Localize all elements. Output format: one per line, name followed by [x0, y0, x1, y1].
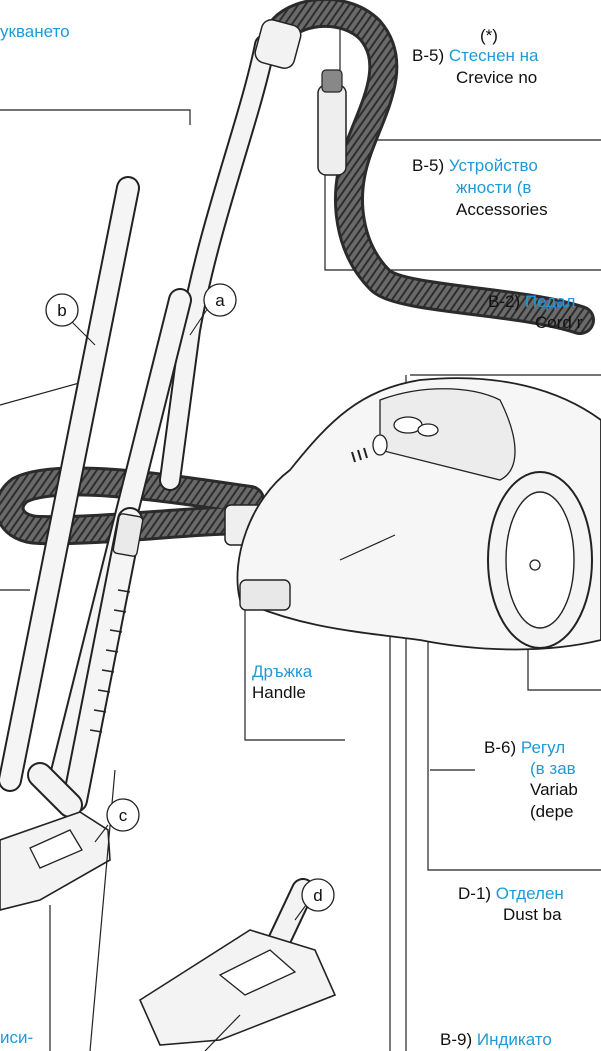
callout-b-text: b: [57, 301, 66, 320]
floor-nozzle-d: [138, 878, 337, 1046]
telescopic-tube: [62, 507, 144, 813]
label-dustbag-bg: Отделен: [495, 884, 564, 903]
label-variable: B-6) Регул: [484, 738, 565, 758]
callout-b: b: [45, 293, 96, 346]
label-crevice-code: B-5): [412, 46, 445, 65]
label-indicator-bg: Индикато: [476, 1030, 552, 1049]
label-handle-en: Handle: [252, 683, 306, 702]
callout-d: d: [294, 878, 335, 921]
label-cord-code: B-2): [488, 292, 521, 311]
floor-nozzle-c: [0, 762, 111, 911]
label-indicator: B-9) Индикато: [440, 1030, 552, 1050]
tube-b: [0, 176, 140, 792]
label-accessories-en: Accessories: [456, 200, 548, 219]
label-accessories-code: B-5): [412, 156, 445, 175]
label-accessories: B-5) Устройство: [412, 156, 538, 176]
callout-a-text: a: [215, 291, 225, 310]
callout-c: c: [94, 798, 140, 843]
rear-wheel: [487, 471, 593, 649]
label-accessories-bg2: жности (в: [456, 178, 532, 197]
label-variable-en2: (depe: [530, 802, 574, 821]
label-crevice: B-5) Стеснен на: [412, 46, 538, 66]
label-top-left-bg: укването: [0, 22, 70, 41]
crevice-nozzle: [317, 69, 347, 176]
label-cord-en: Cord r: [535, 313, 583, 332]
label-accessories-bg1: Устройство: [448, 156, 538, 175]
label-cord: B-2) Педал: [488, 292, 575, 312]
body-controls: [351, 416, 439, 463]
label-dustbag-code: D-1): [458, 884, 492, 903]
label-bottom-left-bg: иси-: [0, 1028, 34, 1047]
label-dustbag: D-1) Отделен: [458, 884, 564, 904]
label-crevice-en: Crevice no: [456, 68, 538, 87]
callout-d-text: d: [313, 886, 322, 905]
label-indicator-code: B-9): [440, 1030, 473, 1049]
label-handle-bg: Дръжка: [252, 662, 313, 681]
callout-a: a: [189, 283, 237, 336]
label-variable-bg2: (в зав: [530, 759, 576, 778]
label-variable-en1: Variab: [530, 780, 578, 799]
label-cord-bg: Педал: [524, 292, 576, 311]
label-crevice-bg: Стеснен на: [448, 46, 539, 65]
label-dustbag-en: Dust ba: [503, 905, 562, 924]
label-variable-code: B-6): [484, 738, 517, 757]
callout-c-text: c: [119, 806, 128, 825]
label-asterisk: (*): [480, 26, 498, 45]
label-variable-bg1: Регул: [520, 738, 566, 757]
